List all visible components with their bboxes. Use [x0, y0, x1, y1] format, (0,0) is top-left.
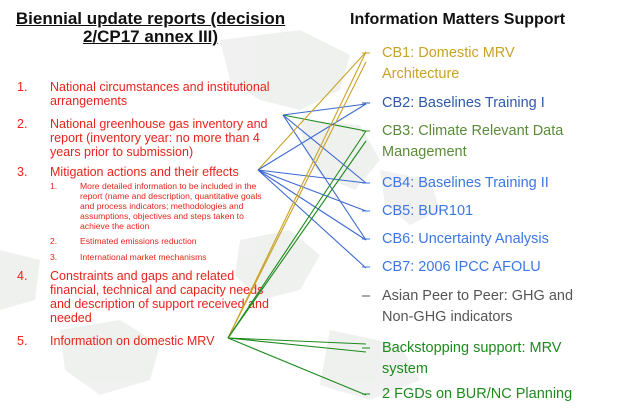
item-number: 3.	[17, 165, 28, 179]
bullet-dash: –	[362, 259, 371, 275]
subitem-line: and process indicators; methodologies an…	[80, 201, 244, 211]
support-item-cb3: CB3: Climate Relevant Data Management	[382, 121, 563, 163]
left-title: Biennial update reports (decision 2/CP17…	[8, 10, 293, 46]
connector-item3-cb5	[257, 169, 367, 212]
item-number: 4.	[17, 269, 28, 283]
item-text: Information on domestic MRV	[50, 334, 215, 348]
subitem-line: assumptions, objectives and steps taken …	[80, 211, 244, 221]
support-line: CB3: Climate Relevant Data	[382, 123, 564, 139]
subitem-text: International market mechanisms	[80, 252, 207, 262]
connector-item2-cb2	[282, 103, 367, 116]
support-line: Non-GHG indicators	[382, 309, 513, 325]
support-line: Backstopping support: MRV	[382, 340, 562, 356]
item-text: National greenhouse gas inventory and re…	[50, 117, 268, 159]
connector-item5-cb1a	[227, 51, 367, 339]
support-item-cb2: CB2: Baselines Training I	[382, 95, 545, 111]
bullet-dash: –	[362, 288, 371, 304]
subitem-line: achieve the action	[80, 221, 150, 231]
subitem-number: 1.	[50, 181, 58, 191]
item-number: 5.	[17, 334, 28, 348]
bullet-dash: –	[362, 123, 371, 139]
item-line: needed	[50, 311, 92, 325]
item-line: financial, technical and capacity needs	[50, 283, 264, 297]
item-line: National greenhouse gas inventory and	[50, 117, 268, 131]
item-text: Constraints and gaps and related financi…	[50, 269, 269, 325]
bullet-dash: –	[362, 231, 371, 247]
bullet-dash: –	[362, 95, 371, 111]
support-line: Architecture	[382, 66, 460, 82]
right-title: Information Matters Support	[350, 11, 566, 28]
item-line: National circumstances and institutional	[50, 80, 270, 94]
item-text: National circumstances and institutional…	[50, 80, 270, 108]
support-line: CB1: Domestic MRV	[382, 45, 515, 61]
connector-item3-cb4	[257, 169, 367, 184]
connector-item5-cb3a	[227, 130, 367, 339]
support-item-backstopping: Backstopping support: MRV system	[382, 338, 561, 380]
support-item-cb1: CB1: Domestic MRV Architecture	[382, 43, 515, 85]
subitem-text: Estimated emissions reduction	[80, 236, 197, 246]
support-item-fgds: 2 FGDs on BUR/NC Planning	[382, 386, 573, 402]
item-line: arrangements	[50, 94, 128, 108]
item-number: 1.	[17, 80, 28, 94]
support-item-asian-peer: Asian Peer to Peer: GHG and Non-GHG indi…	[382, 286, 573, 328]
connector-item2-cb4	[282, 114, 367, 184]
connector-item5-cb1b	[227, 61, 367, 339]
bullet-dash: –	[362, 386, 371, 402]
support-item-cb7: CB7: 2006 IPCC AFOLU	[382, 259, 541, 275]
item-line: report (inventory year: no more than 4	[50, 131, 260, 145]
item-line: and description of support received and	[50, 297, 269, 311]
connector-item3-cb2	[257, 103, 367, 171]
subitem-line: report (name and description, quantitati…	[80, 191, 262, 201]
connector-item5-backstop-b	[227, 337, 367, 353]
support-line: Management	[382, 144, 467, 160]
support-item-cb5: CB5: BUR101	[382, 203, 474, 219]
subitem-number: 2.	[50, 236, 58, 246]
support-line: system	[382, 361, 428, 377]
bullet-dash: –	[362, 340, 371, 356]
support-line: Asian Peer to Peer: GHG and	[382, 288, 574, 304]
connector-item2-cb3	[282, 114, 367, 132]
bullet-dash: –	[362, 203, 371, 219]
item-number: 2.	[17, 117, 28, 131]
bullet-dash: –	[362, 175, 371, 191]
connector-item5-cb3b	[227, 140, 367, 339]
connector-item5-backstop-a	[227, 337, 367, 345]
connector-item3-cb6	[257, 169, 367, 241]
connector-item5-fgds	[227, 337, 367, 396]
item-text: Mitigation actions and their effects	[50, 165, 239, 179]
subitem-text: More detailed information to be included…	[80, 181, 262, 231]
item-line: Constraints and gaps and related	[50, 269, 235, 283]
connector-item3-cb1	[257, 51, 367, 171]
subitem-number: 3.	[50, 252, 58, 262]
left-title-line1: Biennial update reports (decision	[15, 9, 286, 28]
subitem-line: More detailed information to be included…	[80, 181, 257, 191]
support-item-cb4: CB4: Baselines Training II	[382, 175, 549, 191]
item-line: years prior to submission)	[50, 145, 194, 159]
left-title-line2: 2/CP17 annex III)	[82, 27, 219, 46]
support-item-cb6: CB6: Uncertainty Analysis	[382, 231, 549, 247]
